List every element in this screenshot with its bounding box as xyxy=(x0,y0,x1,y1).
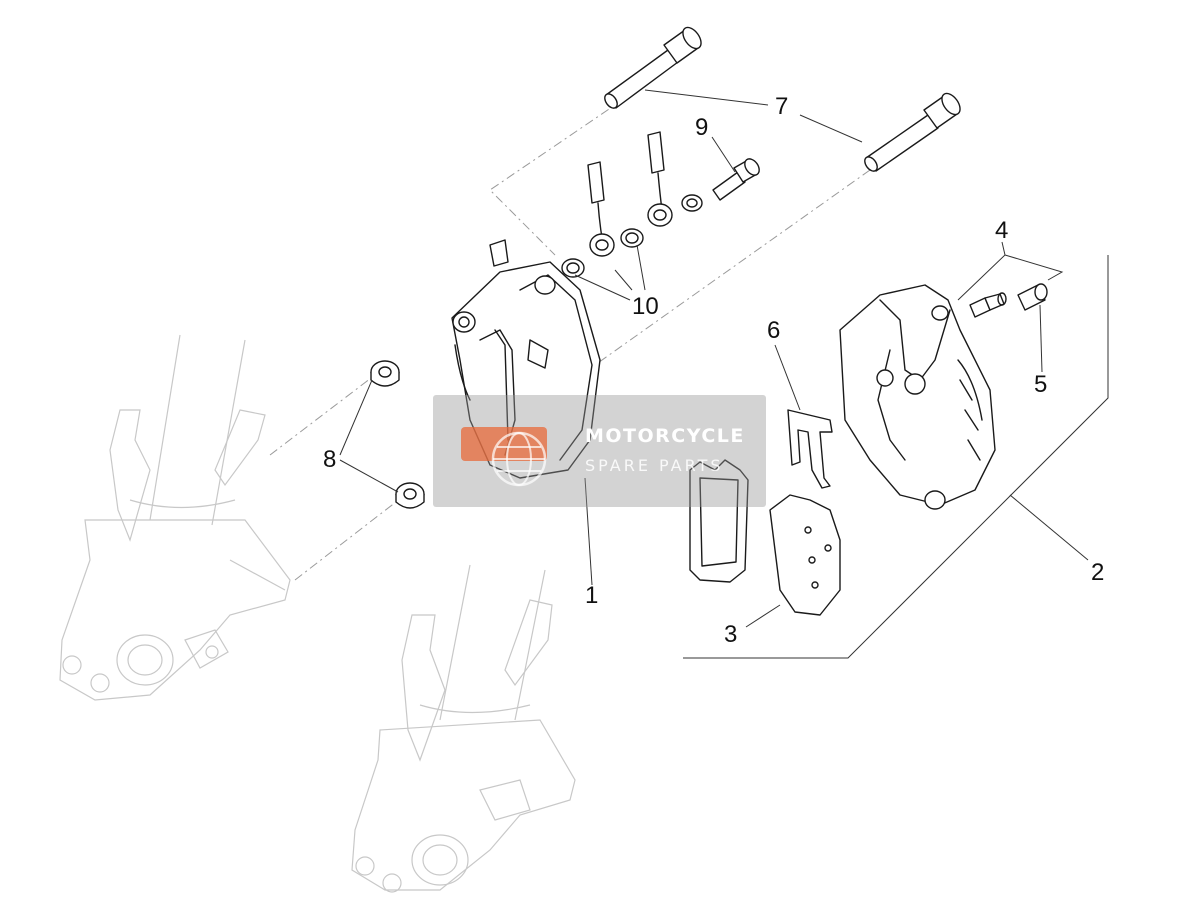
bleed-valve xyxy=(969,292,1007,318)
anti-rattle-spring xyxy=(787,409,833,489)
callout-9: 9 xyxy=(695,114,708,141)
caliper-bolt-upper xyxy=(604,26,702,109)
assembly-axis-lines xyxy=(269,87,871,581)
brake-pad-rear xyxy=(769,494,841,616)
brake-hose-fittings xyxy=(587,131,673,257)
callout-1: 1 xyxy=(585,582,598,609)
brake-pad-front xyxy=(689,459,749,583)
spacer-upper xyxy=(370,360,400,387)
callout-2: 2 xyxy=(1091,559,1104,586)
watermark-title: MOTORCYCLE xyxy=(585,425,745,447)
callout-10: 10 xyxy=(632,293,659,320)
banjo-bolt xyxy=(681,158,760,212)
sealing-washers xyxy=(561,228,644,278)
fork-leg-left-ghost xyxy=(59,334,291,701)
callout-8: 8 xyxy=(323,446,336,473)
leader-lines xyxy=(339,89,1109,659)
watermark-banner: MOTORCYCLE SPARE PARTS xyxy=(433,395,766,507)
callout-4: 4 xyxy=(995,217,1008,244)
brake-caliper-left xyxy=(451,239,601,479)
callout-6: 6 xyxy=(767,317,780,344)
brake-caliper-right xyxy=(839,284,996,510)
callout-3: 3 xyxy=(724,621,737,648)
bleed-valve-cap xyxy=(1017,283,1048,311)
fork-leg-right-ghost xyxy=(351,564,576,893)
globe-logo-icon xyxy=(461,427,547,487)
callout-5: 5 xyxy=(1034,371,1047,398)
spacer-lower xyxy=(395,482,425,509)
callout-labels: 1 2 3 4 5 6 7 8 9 10 xyxy=(323,93,1104,648)
callout-7: 7 xyxy=(775,93,788,120)
caliper-bolt-lower xyxy=(864,92,961,172)
logo-badge xyxy=(461,427,547,461)
watermark-subtitle: SPARE PARTS xyxy=(585,456,724,475)
